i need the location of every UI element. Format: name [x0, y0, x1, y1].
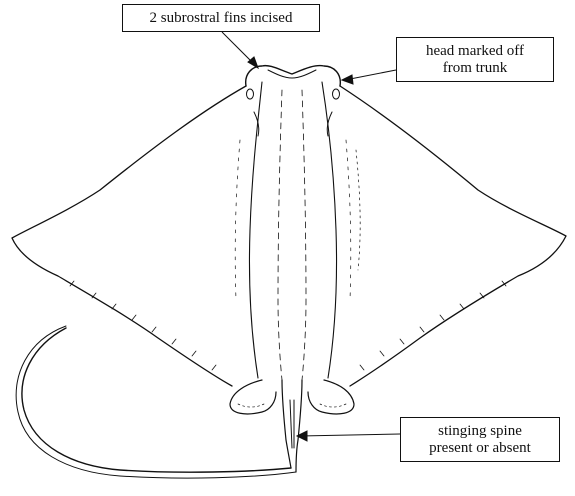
label-stinging-spine: stinging spine present or absent — [400, 417, 560, 462]
left-muscle — [235, 140, 240, 300]
arrowhead-head — [342, 75, 353, 84]
arrowhead-subrostral — [248, 57, 258, 68]
label-subrostral-fins: 2 subrostral fins incised — [122, 4, 320, 32]
stinging-spine — [290, 400, 294, 448]
dorsal-stripe-right — [302, 90, 306, 380]
label-head-marked-off: head marked off from trunk — [396, 37, 554, 82]
tail-base — [282, 380, 302, 440]
left-clasper-shading — [238, 404, 264, 407]
dorsal-stripe-left — [278, 90, 282, 380]
right-pelvic-fin — [308, 380, 354, 414]
right-eye — [333, 89, 340, 99]
right-wing — [340, 86, 566, 386]
tail — [22, 328, 291, 472]
right-muscle-2 — [356, 150, 360, 270]
right-muscle — [346, 140, 351, 300]
leader-spine — [300, 434, 400, 436]
left-wing-ticks — [70, 281, 216, 370]
left-eye — [247, 89, 254, 99]
right-wing-ticks — [360, 281, 506, 370]
label-subrostral-line-1: 2 subrostral fins incised — [128, 10, 314, 27]
label-spine-line-2: present or absent — [406, 440, 554, 457]
head-outline — [246, 66, 341, 86]
label-head-line-1: head marked off — [402, 43, 548, 60]
label-head-line-2: from trunk — [402, 60, 548, 77]
trunk-right — [322, 82, 337, 378]
label-spine-line-1: stinging spine — [406, 423, 554, 440]
trunk-left — [249, 82, 262, 378]
right-clasper-shading — [320, 404, 346, 407]
left-pelvic-fin — [230, 380, 276, 414]
